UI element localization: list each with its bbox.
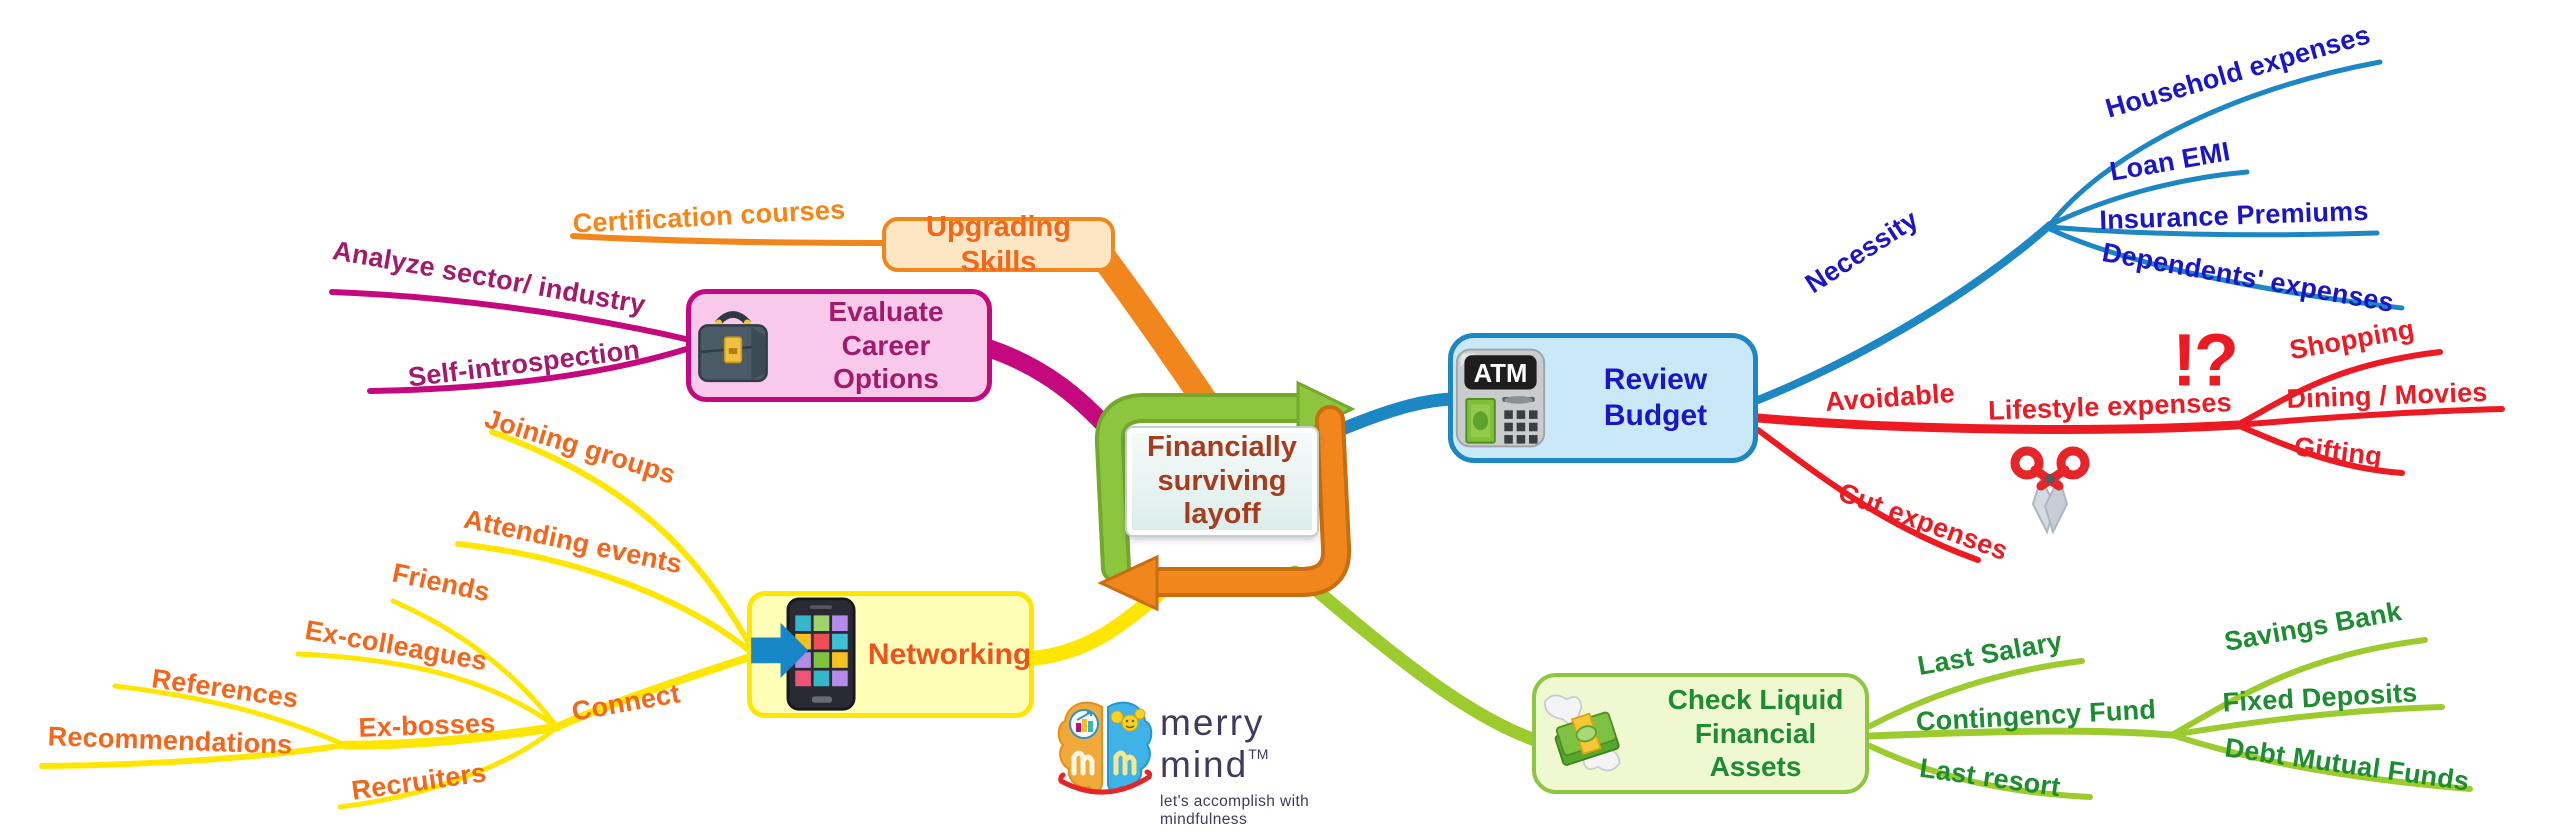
- money-with-wings-icon: [1544, 693, 1621, 771]
- branch-analyze-line: [329, 289, 693, 343]
- briefcase-icon: [698, 310, 768, 382]
- evaluate-career-title: Evaluate Career Options: [785, 295, 987, 396]
- logo-brand-text: merry mind: [1160, 702, 1265, 785]
- branch-dependents-line: [2047, 226, 2405, 311]
- branch-gifting-line: [2234, 422, 2405, 476]
- central-title-line2: surviving: [1157, 464, 1287, 497]
- branch-attending-events-line: [455, 541, 753, 654]
- atm-icon: ATM: [1455, 348, 1546, 448]
- node-central-topic[interactable]: Financially surviving layoff: [1127, 428, 1317, 535]
- branch-certification-line: [570, 233, 889, 246]
- branch-dining-line: [2234, 406, 2505, 428]
- node-upgrading-skills[interactable]: Upgrading Skills: [882, 211, 1115, 278]
- branch-loan-emi-line: [2047, 169, 2250, 228]
- branch-friends-line: [390, 598, 560, 730]
- node-review-budget[interactable]: ATM Review Budget: [1448, 333, 1758, 463]
- central-topic-title: Financially surviving layoff: [1147, 431, 1297, 531]
- merry-mind-logo: merry mindTM let's accomplish with mindf…: [1050, 690, 1380, 828]
- center-arrow-frame-icon: [1094, 380, 1356, 612]
- branch-recommendations-line: [39, 742, 348, 769]
- branch-references-line: [112, 683, 348, 748]
- branch-joining-groups-line: [489, 429, 753, 648]
- interrobang-label: !?: [2172, 318, 2239, 402]
- branch-liquid-trunk: [1288, 565, 1542, 747]
- brain-logo-icon: [1057, 701, 1153, 795]
- label-ex-bosses[interactable]: Ex-bosses: [358, 708, 496, 743]
- review-budget-title: Review Budget: [1603, 363, 1708, 432]
- check-liquid-title: Check Liquid Financial Assets: [1646, 683, 1865, 784]
- branch-shopping-line: [2234, 349, 2443, 428]
- smartphone-with-arrow-icon: [750, 597, 856, 711]
- evaluate-title-line2: Career Options: [833, 329, 939, 395]
- atm-sign-text: ATM: [1474, 360, 1528, 388]
- logo-tagline: let's accomplish with mindfulness: [1160, 793, 1310, 828]
- check-liquid-title-line2: Financial Assets: [1694, 717, 1817, 783]
- branch-ex-colleagues-line: [295, 651, 560, 730]
- arrow-into-phone-icon: [750, 622, 808, 678]
- branch-last-resort-line: [1867, 743, 2093, 800]
- logo-text-block: merry mindTM let's accomplish with mindf…: [1160, 702, 1380, 829]
- central-title-line1: Financially: [1147, 431, 1297, 464]
- branch-fixed-deposits-line: [2169, 704, 2445, 738]
- branch-connect-line: [553, 653, 754, 731]
- upgrading-skills-title: Upgrading Skills: [926, 210, 1071, 278]
- branch-debt-mutual-line: [2169, 732, 2473, 792]
- branch-review-trunk: [1333, 392, 1459, 437]
- branch-insurance-line: [2047, 224, 2380, 238]
- networking-title: Networking: [867, 637, 1032, 671]
- branch-avoidable-line: [1753, 413, 2242, 434]
- branch-contingency-line: [1866, 727, 2176, 740]
- branch-selfintrospection-line: [367, 345, 693, 394]
- scissors-icon: [2010, 446, 2090, 535]
- branch-ex-bosses-line: [340, 722, 562, 750]
- branch-necessity-line: [1754, 221, 2054, 404]
- branch-cut-expenses-line: [1755, 427, 1981, 563]
- check-liquid-title-line1: Check Liquid: [1667, 684, 1844, 716]
- branch-household-line: [2047, 59, 2383, 228]
- node-evaluate-career-options[interactable]: Evaluate Career Options: [686, 289, 992, 402]
- branch-last-salary-line: [1867, 658, 2085, 729]
- branch-savings-bank-line: [2169, 637, 2428, 738]
- evaluate-title-line1: Evaluate: [828, 296, 944, 328]
- logo-tm-mark: TM: [1248, 746, 1269, 762]
- branch-recruiters-line: [337, 724, 560, 810]
- node-networking[interactable]: Networking: [747, 591, 1034, 718]
- central-title-line3: layoff: [1183, 498, 1261, 531]
- branch-upgrading-trunk: [1091, 245, 1220, 417]
- node-check-liquid-assets[interactable]: Check Liquid Financial Assets: [1532, 673, 1869, 794]
